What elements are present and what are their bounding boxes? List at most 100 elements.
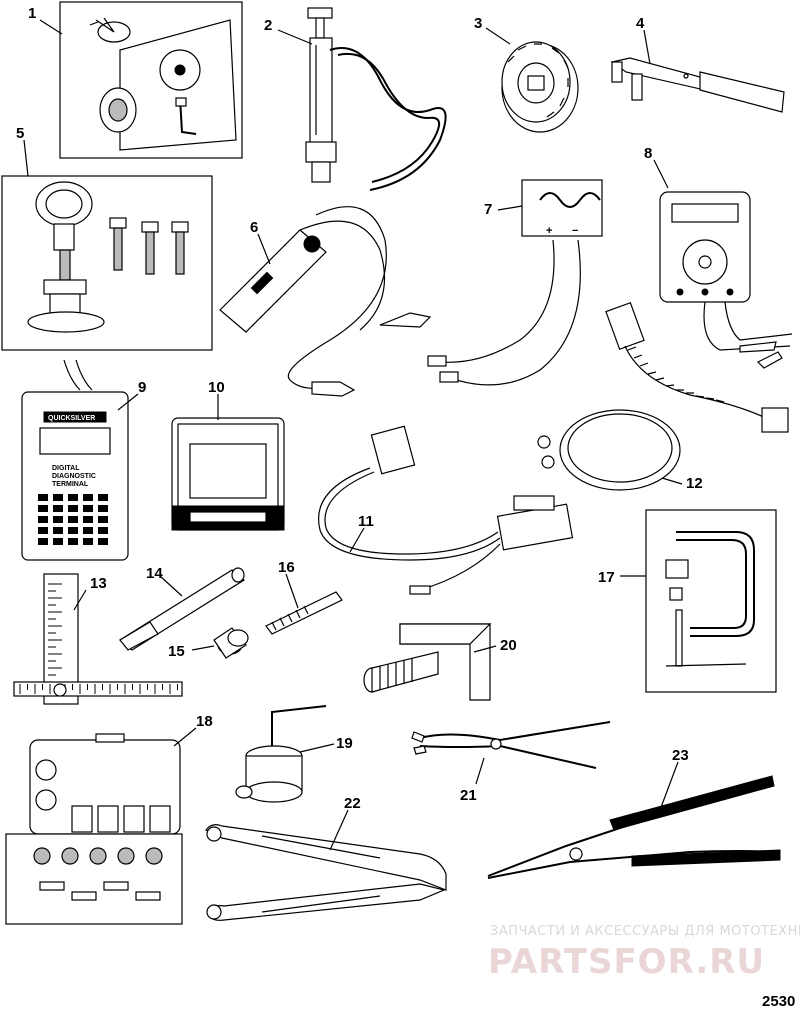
callout-11: 11	[358, 513, 374, 530]
tool-19-illustration	[235, 705, 327, 803]
keypad-key	[98, 516, 108, 523]
keypad-key	[83, 527, 93, 534]
callout-18: 18	[196, 713, 213, 730]
keypad-key	[68, 538, 78, 545]
case-slot	[123, 805, 145, 833]
callouts: 1 2 3 4 5 6 7 8 9 10 11 12 13 14 15 16 1…	[16, 5, 703, 812]
terminal-label-2: DIAGNOSTIC	[52, 473, 96, 480]
minus-mark: −	[572, 225, 578, 237]
brand-label: QUICKSILVER	[48, 415, 95, 422]
leader-lines	[23, 19, 683, 851]
tool-12-illustration	[537, 301, 789, 491]
tool-6-illustration	[219, 206, 432, 397]
terminal-label-3: TERMINAL	[52, 481, 89, 488]
tool-16-illustration	[265, 591, 343, 635]
tool-7-illustration: + −	[427, 179, 603, 386]
ruler-ticks	[19, 583, 178, 694]
callout-14: 14	[146, 565, 163, 582]
callout-6: 6	[250, 219, 258, 236]
case-slot	[71, 805, 93, 833]
callout-17: 17	[598, 569, 615, 586]
keypad-key	[53, 538, 63, 545]
case-tool	[103, 881, 129, 891]
watermark-logo: PARTSFOR.RU	[488, 942, 765, 982]
keypad-key	[98, 494, 108, 501]
callout-16: 16	[278, 559, 295, 576]
case-tool	[135, 891, 161, 901]
keypad	[38, 494, 108, 545]
tool-1-illustration	[59, 1, 243, 159]
terminal-label-1: DIGITAL	[52, 465, 80, 472]
keypad-key	[38, 516, 48, 523]
keypad-key	[53, 494, 63, 501]
case-slots	[33, 805, 171, 901]
tool-13-illustration	[13, 573, 183, 705]
keypad-key	[98, 527, 108, 534]
callout-9: 9	[138, 379, 146, 396]
drawing-code: 2530	[762, 993, 795, 1010]
callout-13: 13	[90, 575, 107, 592]
callout-4: 4	[636, 15, 645, 32]
tool-17-illustration	[645, 509, 777, 693]
keypad-key	[98, 538, 108, 545]
callout-2: 2	[264, 17, 272, 34]
keypad-key	[53, 505, 63, 512]
keypad-key	[83, 538, 93, 545]
callout-21: 21	[460, 787, 477, 804]
callout-3: 3	[474, 15, 482, 32]
keypad-key	[68, 505, 78, 512]
case-tool	[71, 891, 97, 901]
tool-8-illustration	[659, 191, 793, 369]
case-slot	[149, 805, 171, 833]
case-slot	[97, 805, 119, 833]
callout-8: 8	[644, 145, 652, 162]
tool-20-illustration	[363, 623, 492, 701]
case-socket	[61, 847, 79, 865]
keypad-key	[68, 516, 78, 523]
callout-19: 19	[336, 735, 353, 752]
keypad-key	[83, 494, 93, 501]
tool-4-illustration	[610, 57, 785, 113]
keypad-key	[38, 527, 48, 534]
case-tool	[39, 881, 65, 891]
case-socket	[117, 847, 135, 865]
tool-11-illustration	[318, 425, 574, 595]
callout-7: 7	[484, 201, 492, 218]
keypad-key	[38, 505, 48, 512]
keypad-key	[83, 516, 93, 523]
keypad-key	[98, 505, 108, 512]
watermark-tagline: ЗАПЧАСТИ И АКСЕССУАРЫ ДЛЯ МОТОТЕХНИКИ	[490, 924, 800, 939]
keypad-key	[83, 505, 93, 512]
keypad-key	[38, 494, 48, 501]
tool-3-illustration	[501, 41, 579, 133]
keypad-key	[68, 527, 78, 534]
keypad-key	[68, 494, 78, 501]
tool-14-illustration	[118, 567, 246, 651]
plus-mark: +	[546, 225, 552, 237]
keypad-key	[53, 516, 63, 523]
tool-23-illustration	[487, 775, 781, 879]
callout-15: 15	[168, 643, 185, 660]
watermark: ЗАПЧАСТИ И АКСЕССУАРЫ ДЛЯ МОТОТЕХНИКИ PA…	[488, 924, 800, 982]
case-socket	[145, 847, 163, 865]
callout-12: 12	[686, 475, 703, 492]
tool-22-illustration	[205, 824, 447, 921]
keypad-key	[38, 538, 48, 545]
tool-2-illustration	[305, 7, 447, 191]
callout-23: 23	[672, 747, 689, 764]
tool-21-illustration	[411, 721, 611, 769]
keypad-key	[53, 527, 63, 534]
callout-20: 20	[500, 637, 517, 654]
tool-10-illustration	[171, 417, 285, 531]
callout-1: 1	[28, 5, 36, 22]
tool-9-illustration: QUICKSILVER DIGITAL DIAGNOSTIC TERMINAL	[21, 359, 129, 561]
case-socket	[33, 847, 51, 865]
callout-10: 10	[208, 379, 225, 396]
tool-18-illustration	[5, 733, 183, 925]
tool-15-illustration	[213, 627, 249, 659]
callout-5: 5	[16, 125, 24, 142]
case-socket	[89, 847, 107, 865]
callout-22: 22	[344, 795, 361, 812]
tool-5-illustration	[1, 175, 213, 351]
